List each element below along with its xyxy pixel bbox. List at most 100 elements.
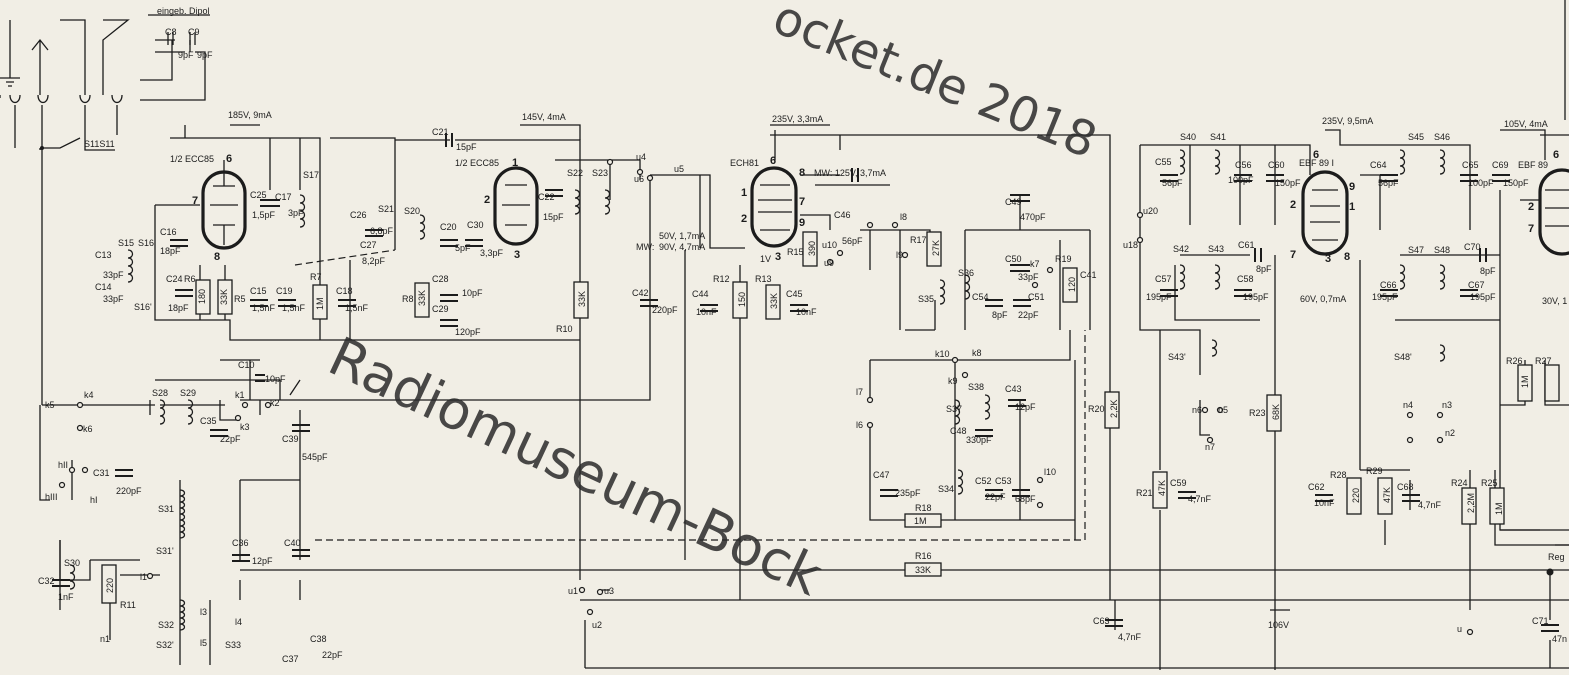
svg-text:C16: C16 <box>160 227 177 237</box>
svg-text:S32': S32' <box>156 640 174 650</box>
svg-text:C67: C67 <box>1468 280 1485 290</box>
voltage-v9: 235V, 9,5mA <box>1322 116 1373 126</box>
svg-text:S22: S22 <box>567 168 583 178</box>
svg-text:1nF: 1nF <box>58 592 74 602</box>
svg-text:15pF: 15pF <box>543 212 564 222</box>
voltage-v10: 60V, 0,7mA <box>1300 294 1346 304</box>
svg-text:3: 3 <box>514 249 520 261</box>
tube-v1: 678 1/2 ECC85 <box>170 153 247 263</box>
svg-text:n5: n5 <box>1218 405 1228 415</box>
wiring <box>39 0 1569 670</box>
svg-text:8,2pF: 8,2pF <box>362 256 386 266</box>
svg-text:C38: C38 <box>310 634 327 644</box>
voltage-labels: 185V, 9mA 145V, 4mA 235V, 3,3mA MW: 125V… <box>228 110 1567 630</box>
svg-text:C29: C29 <box>432 304 449 314</box>
svg-text:6: 6 <box>226 153 232 165</box>
svg-text:C32: C32 <box>38 576 55 586</box>
svg-text:n3: n3 <box>1442 400 1452 410</box>
svg-text:10nF: 10nF <box>1314 498 1335 508</box>
svg-text:u6: u6 <box>634 174 644 184</box>
svg-text:C30: C30 <box>467 220 484 230</box>
svg-text:10nF: 10nF <box>796 307 817 317</box>
svg-text:R11: R11 <box>120 600 136 610</box>
svg-text:18pF: 18pF <box>160 246 181 256</box>
svg-text:S37: S37 <box>946 404 962 414</box>
svg-text:u10: u10 <box>822 240 837 250</box>
svg-text:150pF: 150pF <box>1275 178 1301 188</box>
svg-text:C48: C48 <box>950 426 967 436</box>
svg-text:C21: C21 <box>432 127 449 137</box>
svg-text:1,5nF: 1,5nF <box>252 303 276 313</box>
svg-text:C20: C20 <box>440 222 457 232</box>
svg-text:u3: u3 <box>604 586 614 596</box>
svg-text:C27: C27 <box>360 240 377 250</box>
svg-text:100pF: 100pF <box>1228 175 1254 185</box>
svg-text:8pF: 8pF <box>1480 266 1496 276</box>
voltage-v1: 185V, 9mA <box>228 110 272 120</box>
svg-text:R10: R10 <box>556 324 573 334</box>
tube-v5: 627 EBF 89 <box>1518 149 1569 256</box>
svg-text:33pF: 33pF <box>103 294 124 304</box>
svg-text:390: 390 <box>807 241 817 256</box>
svg-text:8: 8 <box>799 167 805 179</box>
svg-text:4,7nF: 4,7nF <box>1188 494 1212 504</box>
svg-text:u20: u20 <box>1143 206 1158 216</box>
svg-text:12pF: 12pF <box>252 556 273 566</box>
svg-text:C63: C63 <box>1093 616 1110 626</box>
svg-text:2,2K: 2,2K <box>1109 399 1119 418</box>
tube-v5-label: EBF 89 <box>1518 160 1548 170</box>
svg-text:4,7nF: 4,7nF <box>1118 632 1142 642</box>
svg-text:6: 6 <box>1553 149 1559 161</box>
svg-text:47n: 47n <box>1552 634 1567 644</box>
svg-text:u5: u5 <box>674 164 684 174</box>
svg-text:8pF: 8pF <box>1256 264 1272 274</box>
tube-v1-label: 1/2 ECC85 <box>170 154 214 164</box>
svg-text:n1: n1 <box>100 634 110 644</box>
svg-text:k2: k2 <box>270 398 280 408</box>
svg-text:C64: C64 <box>1370 160 1387 170</box>
svg-text:C41: C41 <box>1080 270 1097 280</box>
svg-text:l4: l4 <box>235 617 242 627</box>
svg-text:l1: l1 <box>140 572 147 582</box>
svg-text:195pF: 195pF <box>1372 292 1398 302</box>
svg-text:C59: C59 <box>1170 478 1187 488</box>
svg-text:9: 9 <box>799 217 805 229</box>
svg-text:33K: 33K <box>769 293 779 309</box>
svg-text:C56: C56 <box>1235 160 1252 170</box>
svg-text:220: 220 <box>1351 488 1361 503</box>
svg-text:R16: R16 <box>915 551 932 561</box>
svg-text:10pF: 10pF <box>462 288 483 298</box>
svg-text:C10: C10 <box>238 360 255 370</box>
svg-text:S15: S15 <box>118 238 134 248</box>
svg-text:33K: 33K <box>219 289 229 305</box>
svg-text:k3: k3 <box>240 422 250 432</box>
svg-text:3: 3 <box>775 251 781 263</box>
svg-text:R27: R27 <box>1535 356 1552 366</box>
svg-text:C42: C42 <box>632 288 649 298</box>
svg-text:S40: S40 <box>1180 132 1196 142</box>
svg-text:S43': S43' <box>1168 352 1186 362</box>
svg-text:C26: C26 <box>350 210 367 220</box>
svg-text:10nF: 10nF <box>696 307 717 317</box>
svg-text:S48': S48' <box>1394 352 1412 362</box>
svg-text:R18: R18 <box>915 503 932 513</box>
svg-text:C14: C14 <box>95 282 112 292</box>
svg-text:1M: 1M <box>1494 502 1504 515</box>
svg-text:u18: u18 <box>1123 240 1138 250</box>
svg-text:S41: S41 <box>1210 132 1226 142</box>
svg-text:C31: C31 <box>93 468 110 478</box>
svg-text:180: 180 <box>197 289 207 304</box>
svg-text:18pF: 18pF <box>168 303 189 313</box>
svg-text:545pF: 545pF <box>302 452 328 462</box>
svg-text:R26: R26 <box>1506 356 1523 366</box>
svg-text:l9: l9 <box>896 250 903 260</box>
svg-text:l10: l10 <box>1044 467 1056 477</box>
svg-text:R29: R29 <box>1366 466 1383 476</box>
switch-contacts <box>58 158 1474 636</box>
svg-text:1,5nF: 1,5nF <box>345 303 369 313</box>
